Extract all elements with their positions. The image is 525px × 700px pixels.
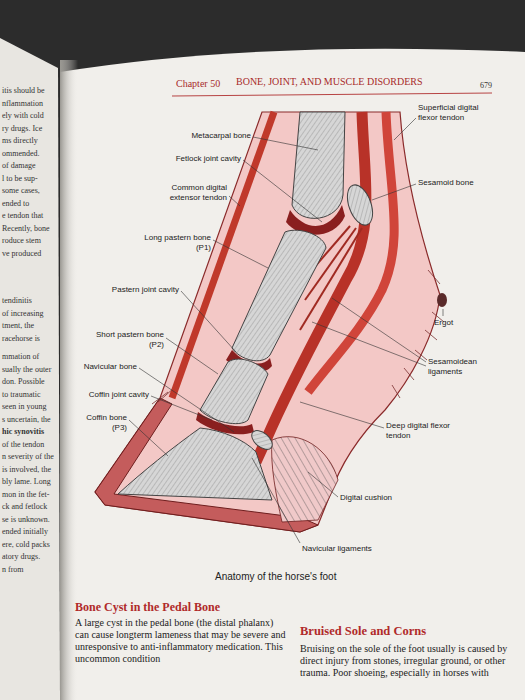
- text-fragment: mmation of: [2, 352, 39, 362]
- text-fragment: of damage: [2, 161, 36, 171]
- text-fragment: itis should be: [2, 86, 45, 96]
- text-fragment: se is unknown.: [2, 515, 50, 525]
- part-label: Navicular bone: [57, 362, 137, 372]
- text-fragment: ended initially: [2, 527, 48, 537]
- text-fragment: ended to: [2, 199, 29, 209]
- text-fragment: bly lame. Long: [2, 477, 51, 487]
- right-page: [60, 49, 525, 700]
- part-label: Metacarpal bone: [171, 131, 251, 141]
- text-fragment: s uncertain, the: [2, 415, 51, 425]
- text-fragment: is involved, the: [2, 465, 51, 475]
- figure-caption: Anatomy of the horse's foot: [215, 571, 336, 583]
- part-label: Digital cushion: [340, 493, 392, 503]
- body-paragraph: Bruising on the sole of the foot usually…: [300, 643, 515, 679]
- text-fragment: n from: [2, 565, 24, 575]
- part-label: Long pastern bone (P1): [129, 233, 211, 252]
- part-label: Pastern joint cavity: [79, 285, 179, 295]
- text-fragment: tment, the: [2, 321, 34, 331]
- part-label: Coffin bone (P3): [75, 413, 127, 432]
- joint-cavities: [196, 205, 345, 434]
- text-fragment: tendinitis: [2, 296, 32, 306]
- text-fragment: n severity of the: [2, 452, 54, 462]
- text-fragment: nflammation: [2, 99, 43, 109]
- text-fragment: ck and fetlock: [2, 502, 47, 512]
- part-label: Superficial digital flexor tendon: [418, 103, 480, 122]
- text-fragment: Recently, bone: [2, 224, 49, 234]
- text-fragment: seen in young: [2, 402, 46, 412]
- part-label: Deep digital flexor tendon: [386, 421, 458, 440]
- header-rule: [172, 93, 492, 96]
- left-page: [0, 38, 60, 700]
- part-label: Common digital extensor tendon: [145, 183, 227, 202]
- part-label: Fetlock joint cavity: [141, 154, 241, 164]
- text-fragment: ry drugs. Ice: [2, 124, 42, 134]
- part-label: Sesamoid bone: [418, 178, 474, 188]
- leader-lines: [129, 118, 443, 543]
- text-fragment: l to be sup-: [2, 174, 38, 184]
- leg-outline: [95, 112, 440, 532]
- part-label: Sesamoidean ligaments: [428, 357, 500, 376]
- text-fragment: hic synovitis: [2, 427, 44, 437]
- part-label: Coffin joint cavity: [59, 390, 149, 400]
- text-fragment: racehorse is: [2, 334, 40, 344]
- text-fragment: some cases,: [2, 186, 40, 196]
- text-fragment: ely with cold: [2, 111, 44, 121]
- part-label: Navicular ligaments: [302, 544, 372, 554]
- text-fragment: sually the outer: [2, 365, 51, 375]
- text-fragment: of the tendon: [2, 440, 44, 450]
- digital-cushion: [272, 437, 338, 522]
- text-fragment: ve produced: [2, 249, 41, 259]
- section-heading: Bone Cyst in the Pedal Bone: [75, 600, 290, 614]
- bones: [118, 112, 378, 500]
- text-fragment: mon in the fet-: [2, 490, 49, 500]
- ergot-shape: [437, 293, 447, 307]
- section-heading: Bruised Sole and Corns: [300, 624, 515, 639]
- text-fragment: don. Possible: [2, 377, 45, 387]
- text-fragment: ere, cold packs: [2, 540, 50, 550]
- body-paragraph: A large cyst in the pedal bone (the dist…: [75, 617, 287, 665]
- chapter-title: BONE, JOINT, AND MUSCLE DISORDERS: [236, 76, 423, 88]
- text-fragment: to traumatic: [2, 390, 40, 400]
- chapter-number: Chapter 50: [176, 78, 220, 90]
- part-label: Ergot: [434, 318, 453, 328]
- text-fragment: atory drugs.: [2, 552, 40, 562]
- page-number: 679: [480, 81, 492, 91]
- part-label: Short pastern bone (P2): [82, 330, 164, 349]
- text-fragment: ms directly: [2, 136, 38, 146]
- text-fragment: e tendon that: [2, 211, 43, 221]
- text-fragment: of increasing: [2, 309, 44, 319]
- text-fragment: roduce stem: [2, 236, 41, 246]
- text-fragment: ommended.: [2, 149, 40, 159]
